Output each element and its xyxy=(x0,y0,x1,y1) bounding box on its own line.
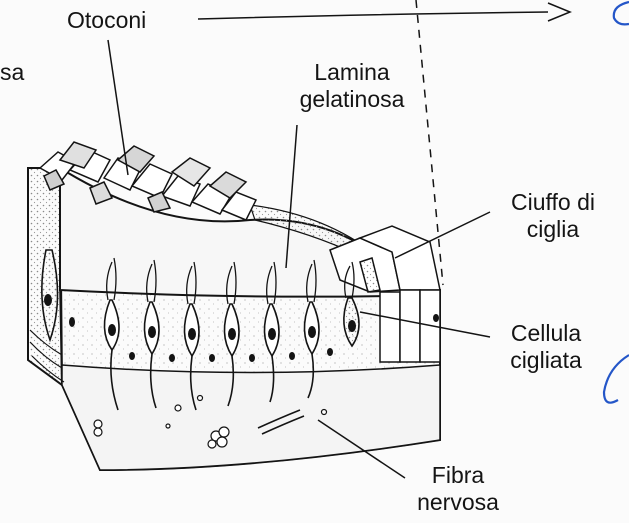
ciuffo-label-line2: ciglia xyxy=(492,216,614,243)
lamina-label-line1: Lamina xyxy=(282,59,422,86)
ciuffo-label-line1: Ciuffo di xyxy=(492,189,614,216)
otoconi-leader xyxy=(108,40,128,175)
fibra-label-line2: nervosa xyxy=(404,489,512,516)
lamina-label-line2: gelatinosa xyxy=(282,86,422,113)
fibra-label-line1: Fibra xyxy=(404,462,512,489)
otoconi-arrow-head xyxy=(548,3,570,21)
cellula-cigliata-label: Cellula cigliata xyxy=(494,320,598,374)
partial-label-left: sa xyxy=(0,59,24,86)
pen-mark-top xyxy=(614,2,629,24)
connective-layer xyxy=(62,365,440,470)
otoconi-label: Otoconi xyxy=(67,7,146,34)
cellula-label-line2: cigliata xyxy=(494,347,598,374)
lamina-gelatinosa-label: Lamina gelatinosa xyxy=(282,59,422,113)
cellula-label-line1: Cellula xyxy=(494,320,598,347)
otoconi-arrow-line xyxy=(198,12,548,19)
fibra-nervosa-label: Fibra nervosa xyxy=(404,462,512,516)
ciuffo-di-ciglia-label: Ciuffo di ciglia xyxy=(492,189,614,243)
pen-mark-right xyxy=(604,355,629,403)
